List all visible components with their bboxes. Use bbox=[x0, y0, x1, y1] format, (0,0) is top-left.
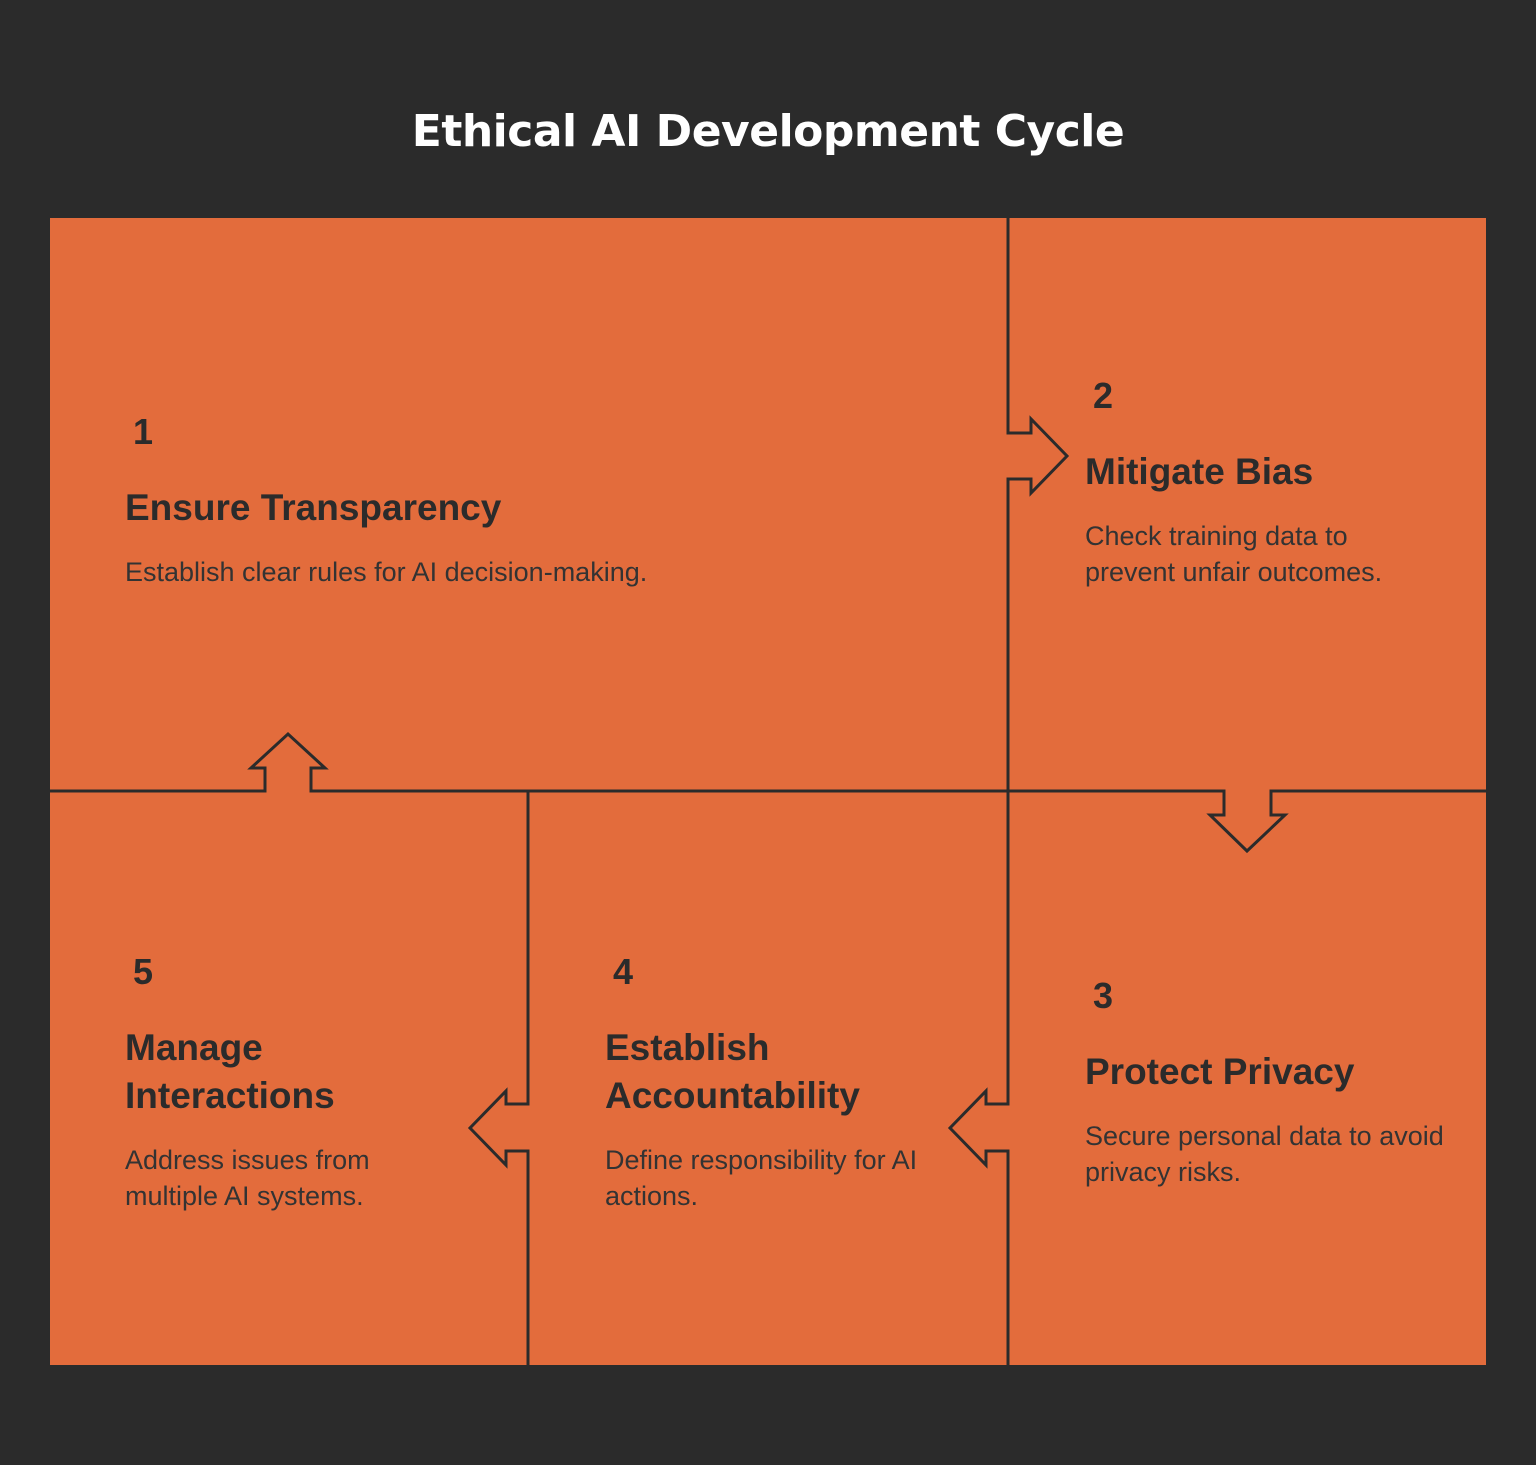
step-number: 1 bbox=[133, 411, 154, 452]
page-title: Ethical AI Development Cycle bbox=[411, 106, 1125, 157]
step-number: 5 bbox=[133, 951, 154, 992]
step-description: Secure personal data to avoid privacy ri… bbox=[1085, 1121, 1444, 1187]
step-heading: Establish Accountability bbox=[605, 1027, 860, 1116]
step-number: 3 bbox=[1093, 975, 1114, 1016]
step-ensure-transparency: 1 Ensure Transparency Establish clear ru… bbox=[125, 412, 965, 590]
step-heading: Ensure Transparency bbox=[125, 487, 502, 528]
step-heading: Manage Interactions bbox=[125, 1027, 335, 1116]
step-description: Address issues from multiple AI systems. bbox=[125, 1145, 370, 1211]
divider-with-arrows bbox=[947, 218, 1070, 1365]
step-number: 4 bbox=[613, 951, 634, 992]
step-manage-interactions: 5 Manage Interactions Address issues fro… bbox=[125, 952, 425, 1214]
step-establish-accountability: 4 Establish Accountability Define respon… bbox=[605, 952, 945, 1214]
step-description: Define responsibility for AI actions. bbox=[605, 1145, 918, 1211]
step-description: Establish clear rules for AI decision-ma… bbox=[125, 557, 648, 587]
step-heading: Protect Privacy bbox=[1085, 1051, 1355, 1092]
divider-with-arrows bbox=[467, 791, 530, 1365]
step-protect-privacy: 3 Protect Privacy Secure personal data t… bbox=[1085, 976, 1445, 1190]
step-heading: Mitigate Bias bbox=[1085, 451, 1314, 492]
divider-with-arrows bbox=[50, 731, 1486, 854]
step-description: Check training data to prevent unfair ou… bbox=[1085, 521, 1383, 587]
step-mitigate-bias: 2 Mitigate Bias Check training data to p… bbox=[1085, 376, 1405, 590]
step-number: 2 bbox=[1093, 375, 1114, 416]
